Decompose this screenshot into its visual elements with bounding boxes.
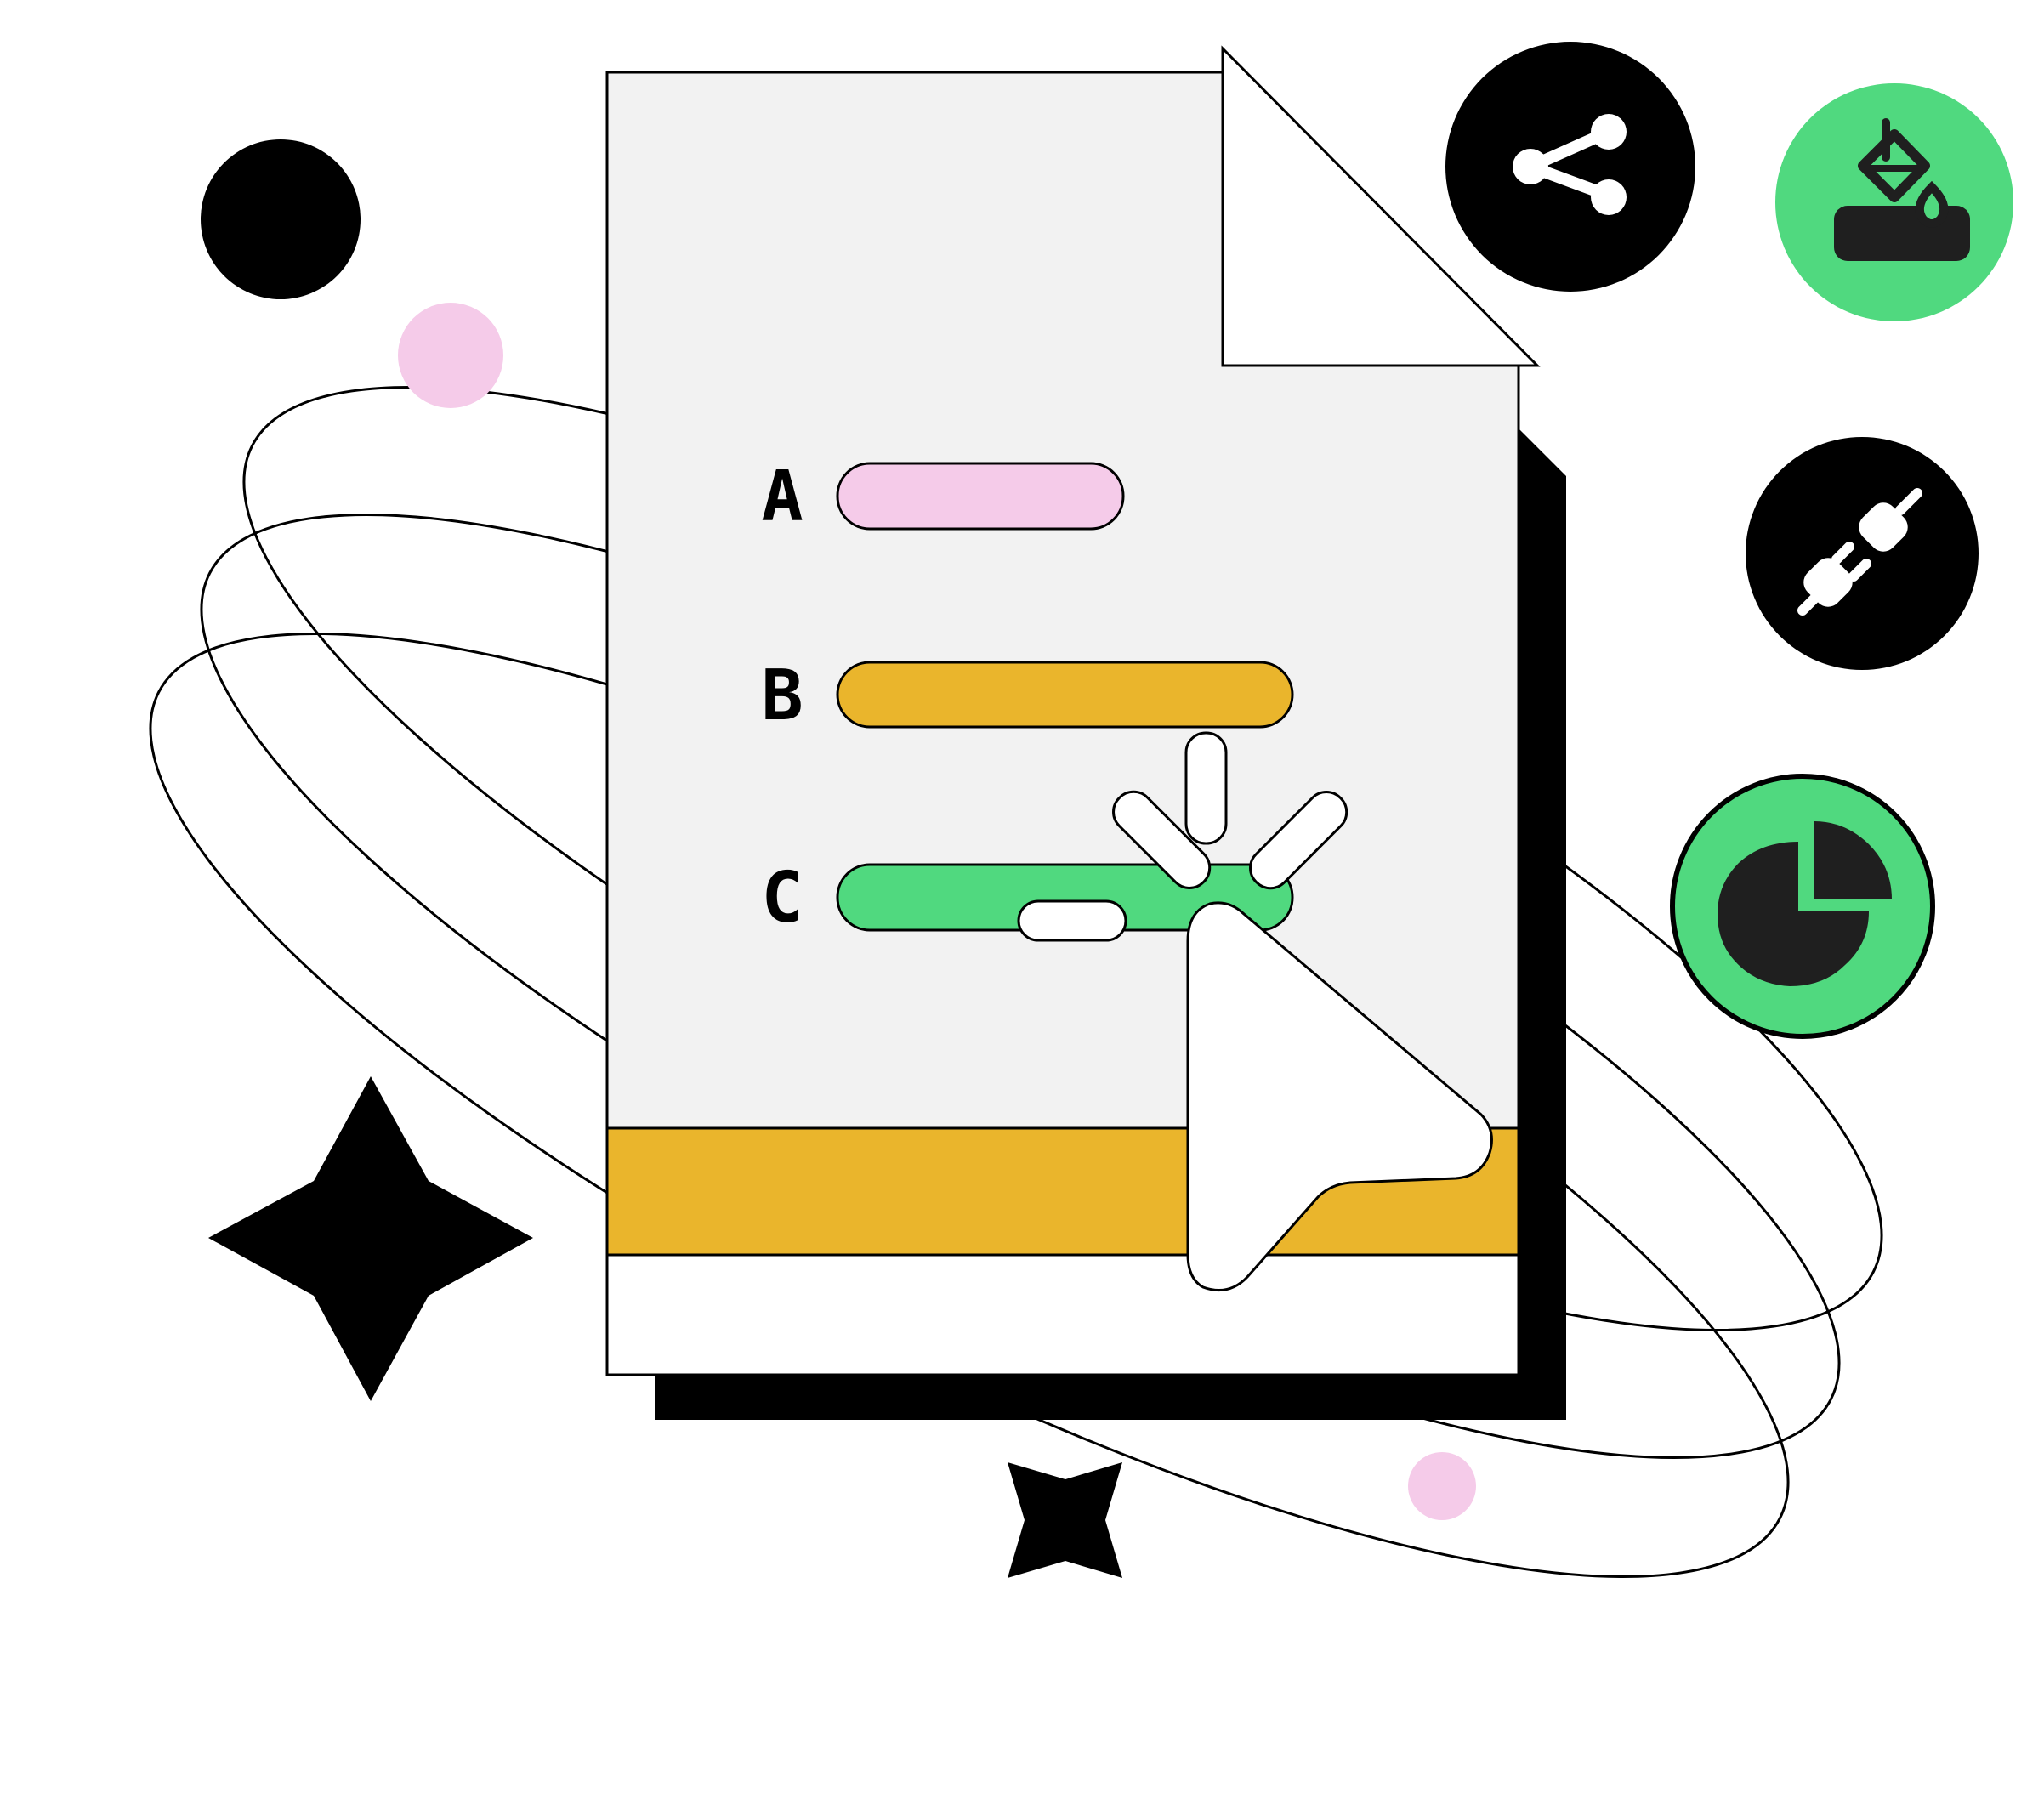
icon-badge-share[interactable] [1445,42,1695,292]
click-burst [1017,731,1348,942]
option-a-letter: A [761,457,803,537]
click-burst-mark-right [1249,791,1348,890]
icon-badge-pie-chart-bg [1670,774,1935,1039]
plug-connect-icon [1797,488,1922,616]
sparkle-star-icon [208,1076,533,1401]
option-b[interactable]: B [761,655,1294,736]
pie-chart-icon [1718,821,1892,986]
icon-badge-paint-bg [1775,83,2013,321]
option-b-bar[interactable] [836,661,1294,729]
option-a-bar[interactable] [836,462,1125,531]
icon-badge-plug[interactable] [1746,437,1979,670]
document-folded-corner [1221,45,1541,367]
decorative-black-dot [201,139,361,299]
click-burst-mark-left [1112,790,1212,889]
click-burst-mark-top [1184,731,1228,845]
icon-badge-share-bg [1445,42,1695,292]
decorative-pink-dot [398,303,503,408]
option-c-letter: C [761,858,803,939]
icon-badge-plug-bg [1746,437,1979,670]
cursor-arrow-icon [1186,901,1493,1291]
option-b-letter: B [761,655,803,736]
sparkle-star-small-icon [1008,1462,1122,1578]
click-burst-mark-bottom [1017,899,1127,942]
icon-badge-paint[interactable] [1775,83,2013,321]
decorative-pink-dot-small [1408,1452,1476,1520]
icon-badge-pie-chart[interactable] [1670,774,1935,1039]
share-icon [1513,114,1627,215]
paint-bucket-icon [1834,118,1970,261]
option-a[interactable]: A [761,457,1125,537]
document-footer-white [605,1253,1520,1376]
